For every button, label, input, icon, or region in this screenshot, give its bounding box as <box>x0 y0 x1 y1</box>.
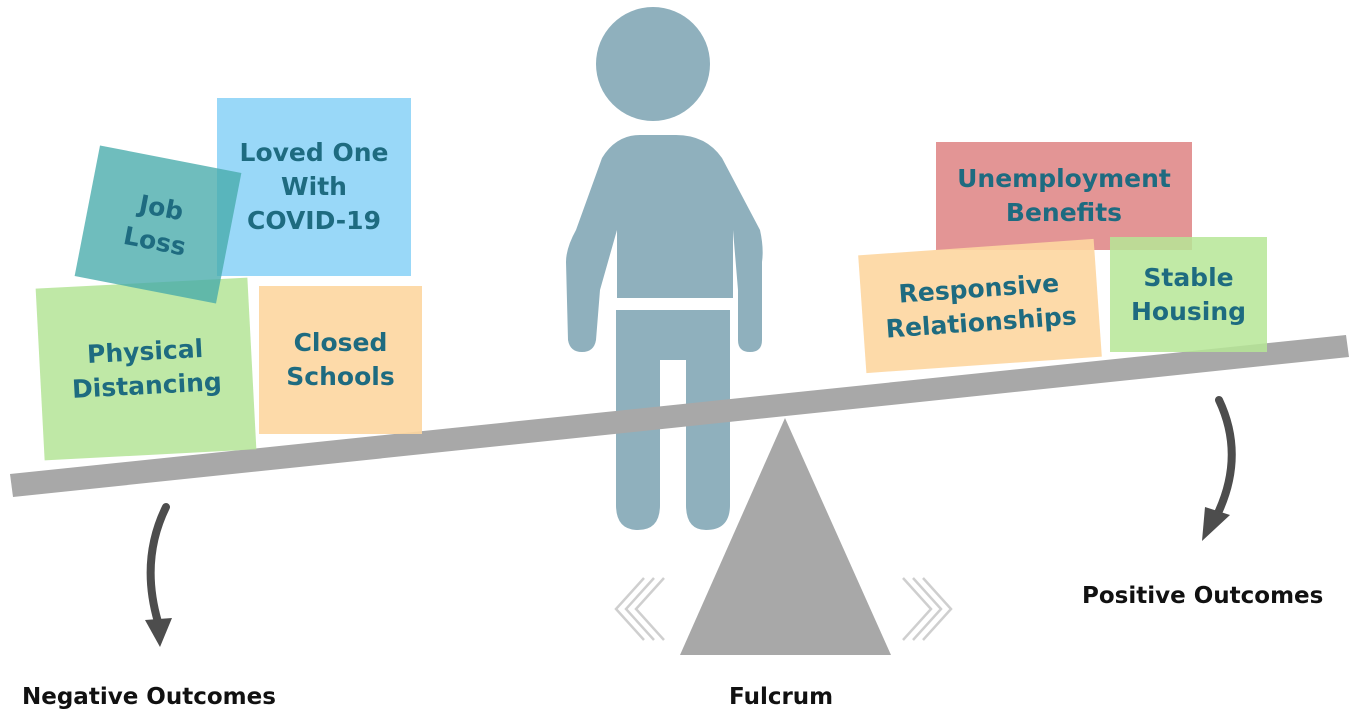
card-line: Distancing <box>71 367 223 404</box>
card-line: Housing <box>1130 296 1247 326</box>
left-chevrons-icon <box>614 577 665 641</box>
right-chevrons-icon <box>902 577 953 641</box>
fulcrum-label: Fulcrum <box>729 684 834 710</box>
card-line: Closed <box>293 328 388 357</box>
positive-outcomes-label: Positive Outcomes <box>1082 583 1324 609</box>
card-line: COVID-19 <box>247 206 381 235</box>
curved-arrow-icon <box>145 503 172 647</box>
card-line: With <box>281 172 347 201</box>
curved-arrow-icon <box>1202 396 1236 541</box>
card-line: Benefits <box>1005 198 1123 227</box>
card-line: Loved One <box>239 138 389 167</box>
negative-outcomes-label: Negative Outcomes <box>22 684 276 710</box>
fulcrum-triangle-icon <box>680 418 891 655</box>
seesaw-beam <box>10 335 1349 497</box>
card-line: Stable <box>1143 262 1234 292</box>
card-line: Unemployment <box>957 164 1171 193</box>
person-icon <box>566 7 763 530</box>
card-line: Schools <box>286 362 395 391</box>
